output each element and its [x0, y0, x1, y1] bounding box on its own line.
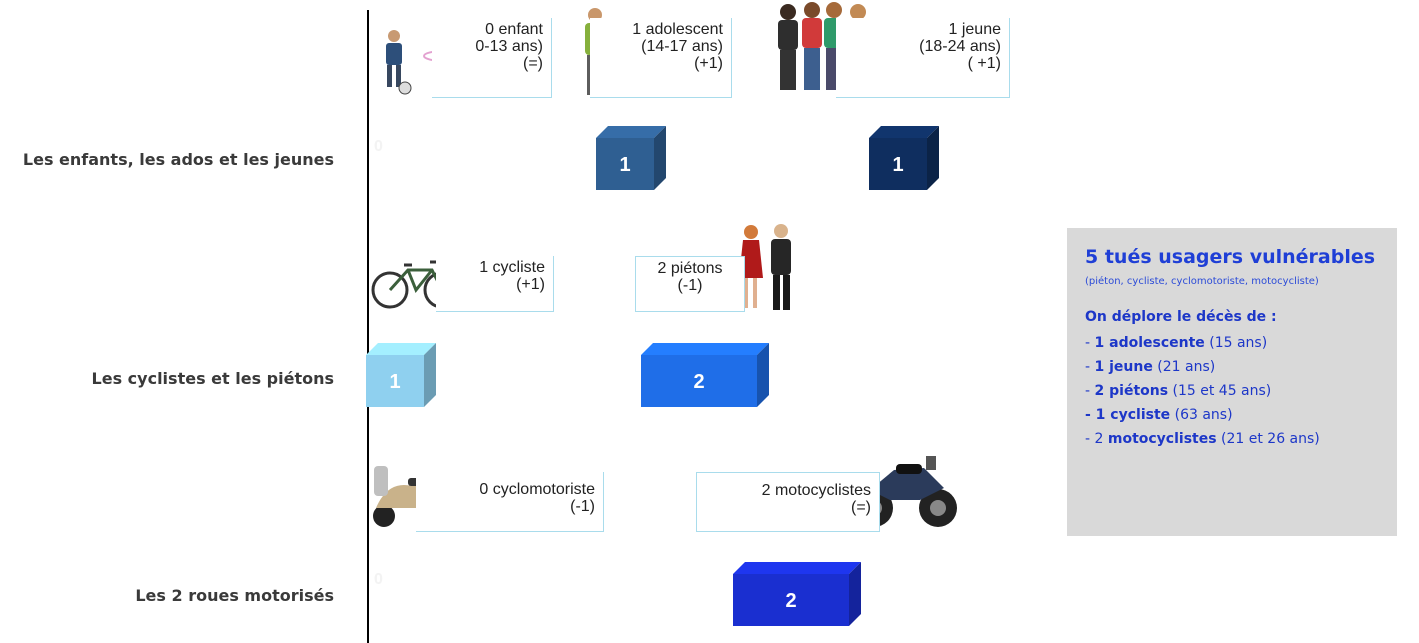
callout-teen-change: (+1): [694, 54, 723, 72]
callout-teen: 1 adolescent (14-17 ans) (+1): [590, 18, 732, 98]
bar-side-face: [424, 343, 436, 407]
bar-top-face: [366, 343, 436, 355]
bar-top-face: [733, 562, 861, 574]
callout-children-range: 0-13 ans): [475, 37, 543, 55]
bar-value-label: 1: [619, 154, 630, 176]
panel-item: - 1 cycliste (63 ans): [1085, 407, 1233, 423]
callout-children: 0 enfant 0-13 ans) (=): [432, 18, 552, 98]
callout-pedestrians-change: (-1): [677, 276, 703, 294]
panel-item: - 1 adolescente (15 ans): [1085, 335, 1268, 351]
panel-lead: On déplore le décès de :: [1085, 309, 1277, 325]
bar-0-2: 1: [869, 126, 939, 190]
callout-pedestrians: 2 piétons (-1): [635, 256, 745, 312]
panel-item: - 2 piétons (15 et 45 ans): [1085, 383, 1272, 399]
bar-side-face: [927, 126, 939, 190]
callout-teen-range: (14-17 ans): [641, 37, 723, 55]
bar-value-label: 2: [693, 371, 704, 393]
bar-front-face: [641, 355, 757, 407]
callout-youth-label: 1 jeune: [948, 21, 1002, 38]
callout-motorcyclists: 2 motocyclistes (=): [696, 472, 880, 532]
callout-teen-label: 1 adolescent: [632, 21, 723, 38]
bar-top-face: [596, 126, 666, 138]
bar-front-face: [366, 355, 424, 407]
callout-pedestrians-label: 2 piétons: [657, 260, 723, 277]
bar-side-face: [654, 126, 666, 190]
callout-youth-change: ( +1): [967, 54, 1001, 72]
bar-top-face: [641, 343, 769, 355]
bar-side-face: [849, 562, 861, 626]
pedestrian-couple-icon: [739, 224, 791, 310]
callout-moped-change: (-1): [570, 497, 595, 515]
row-label-cyclists-pedestrians: Les cyclistes et les piétons: [91, 369, 334, 388]
callout-youth: 1 jeune (18-24 ans) ( +1): [836, 18, 1010, 98]
panel-subtitle: (piéton, cycliste, cyclomotoriste, motoc…: [1085, 276, 1319, 287]
row-label-young: Les enfants, les ados et les jeunes: [22, 150, 334, 169]
callout-youth-range: (18-24 ans): [919, 37, 1001, 55]
panel-item: - 2 motocyclistes (21 et 26 ans): [1085, 431, 1320, 447]
callout-children-label: 0 enfant: [485, 21, 543, 38]
callout-cyclist-change: (+1): [516, 275, 545, 293]
vertical-axis-line: [367, 10, 369, 643]
bar-top-face: [869, 126, 939, 138]
callout-motorcyclists-change: (=): [851, 498, 871, 516]
panel-item: - 1 jeune (21 ans): [1085, 359, 1216, 375]
bar-front-face: [596, 138, 654, 190]
bar-value-label: 1: [389, 371, 400, 393]
bar-front-face: [733, 574, 849, 626]
row-label-motorised: Les 2 roues motorisés: [135, 586, 334, 605]
bar-front-face: [869, 138, 927, 190]
summary-panel: 5 tués usagers vulnérables (piéton, cycl…: [1067, 228, 1397, 536]
zero-mark-row3: 0: [374, 571, 383, 588]
callout-moped-label: 0 cyclomotoriste: [479, 481, 595, 498]
bar-side-face: [757, 343, 769, 407]
callout-moped: 0 cyclomotoriste (-1): [416, 472, 604, 532]
bar-0-1: 1: [596, 126, 666, 190]
bar-value-label: 2: [785, 590, 796, 612]
bar-2-1: 2: [733, 562, 861, 626]
zero-mark-row1: 0: [374, 138, 383, 155]
bar-value-label: 1: [892, 154, 903, 176]
callout-cyclist-label: 1 cycliste: [479, 259, 545, 276]
callout-children-change: (=): [523, 54, 543, 72]
bar-1-0: 1: [366, 343, 436, 407]
panel-title: 5 tués usagers vulnérables: [1085, 246, 1376, 268]
bar-1-1: 2: [641, 343, 769, 407]
callout-motorcyclists-label: 2 motocyclistes: [761, 482, 871, 499]
callout-cyclist: 1 cycliste (+1): [436, 256, 554, 312]
